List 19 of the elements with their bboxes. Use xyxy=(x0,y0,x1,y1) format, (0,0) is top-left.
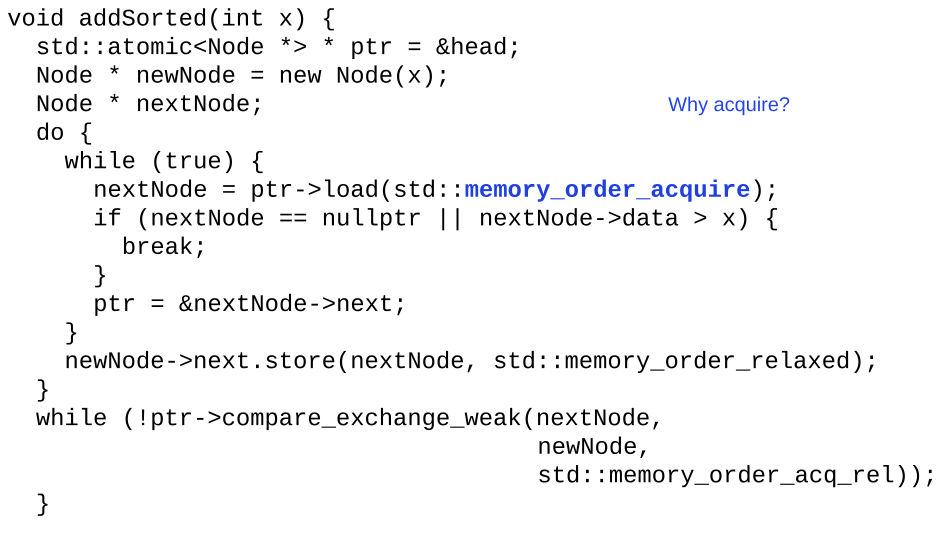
code-line: Node * nextNode; xyxy=(38,94,260,116)
code-line: void addSorted(int x) { xyxy=(8,8,334,30)
code-line: ptr = &nextNode->next; xyxy=(95,294,402,316)
code-line: while (!ptr->compare_exchange_weak(nextNode, xyxy=(36,408,658,430)
code-line: newNode, xyxy=(539,436,646,458)
code-line: } xyxy=(66,322,76,345)
code-line: std::memory_order_acq_rel)); xyxy=(539,465,932,488)
code-line: if (nextNode == nullptr || nextNode->data > x) { xyxy=(94,208,777,230)
note-text: Why acquire? xyxy=(668,96,790,116)
code-line: } xyxy=(38,494,48,516)
code-line: std::atomic<Node *> * ptr = &head; xyxy=(38,36,516,60)
code-line: } xyxy=(95,265,105,288)
code-line: break; xyxy=(124,236,202,258)
code-line: Node * newNode = new Node(x); xyxy=(38,65,446,88)
code-line: } xyxy=(38,379,48,402)
code-line: nextNode = ptr->load(std::memory_order_acquire); xyxy=(95,180,774,202)
code-line: do { xyxy=(38,122,92,145)
code-line: newNode->next.store(nextNode, std::memory_order_relaxed); xyxy=(66,350,874,374)
code-line: while (true) { xyxy=(64,150,263,174)
